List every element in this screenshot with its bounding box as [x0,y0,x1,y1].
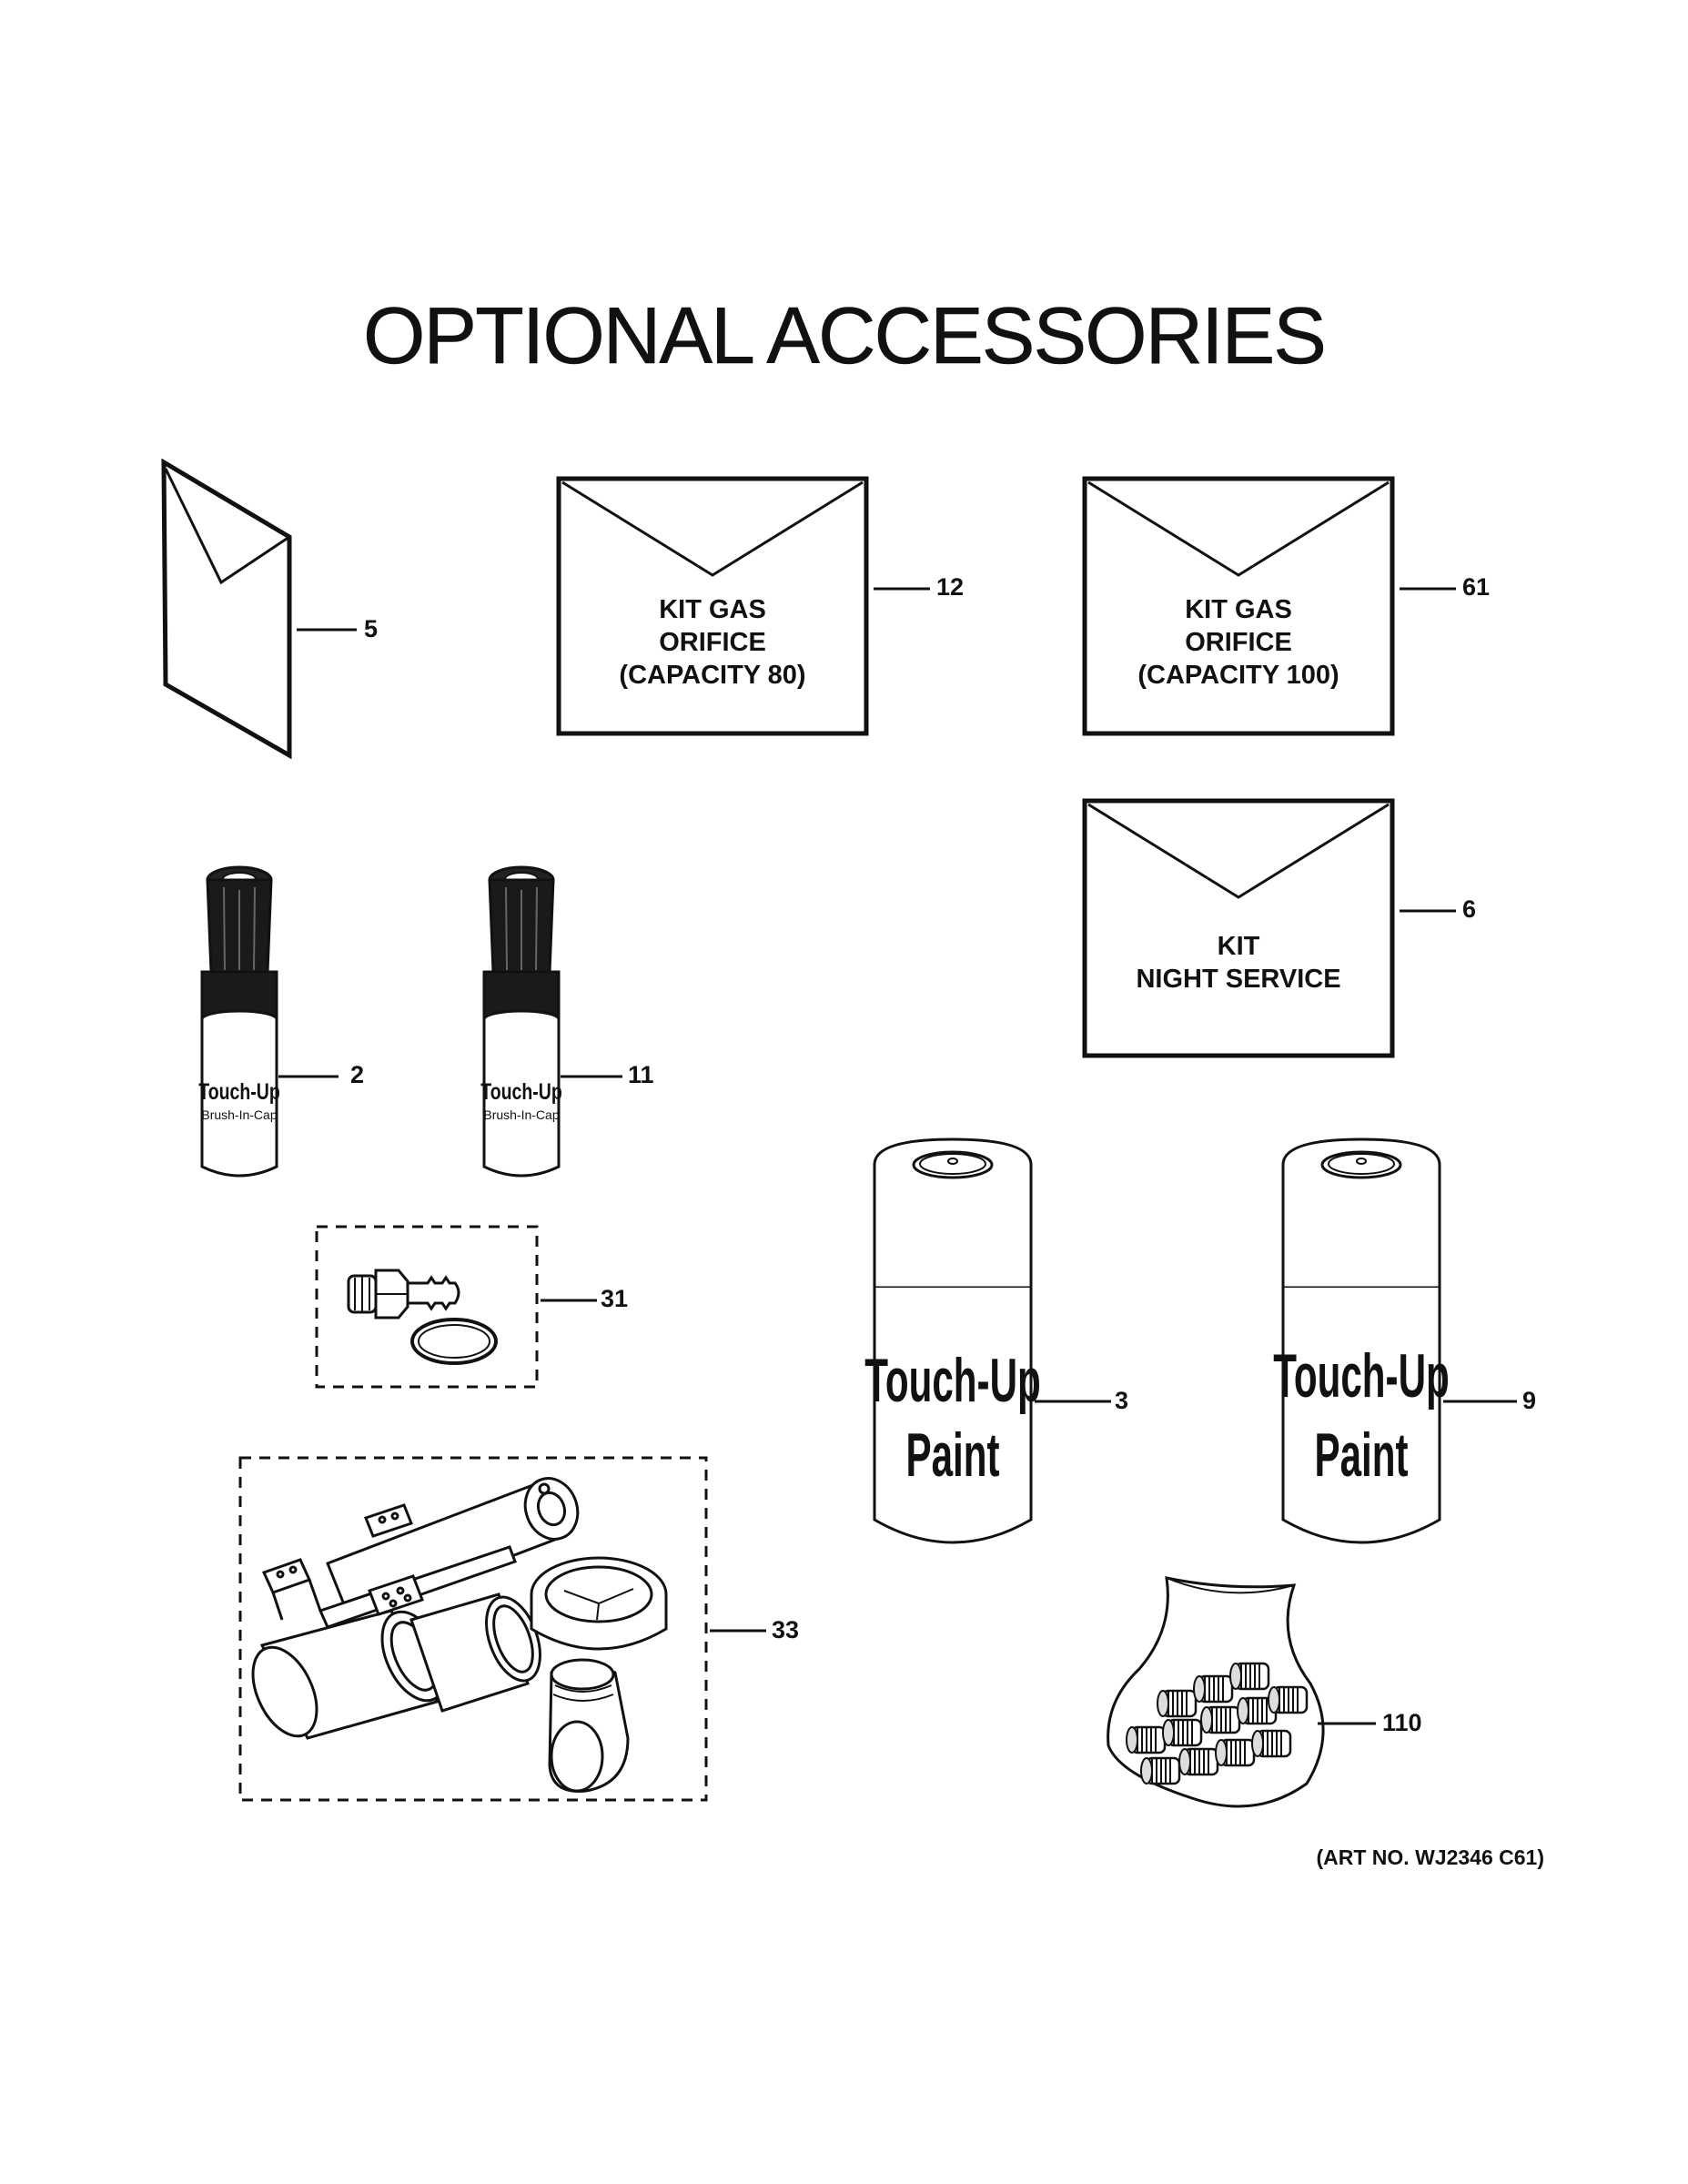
can-label-line1: Touch-Up [1273,1341,1450,1410]
hose-barb-fitting-kit [315,1225,539,1389]
thumb-screw [1229,1662,1270,1691]
envelope-kit-night-service [1082,798,1395,1058]
envelope-label-night-service: KIT NIGHT SERVICE [1085,930,1392,996]
thumb-screw [1126,1725,1167,1754]
thumb-screw [1178,1747,1219,1776]
envelope-kit-gas-orifice-80 [556,476,869,736]
envelope-line: ORIFICE [1185,628,1292,657]
envelope-line: KIT GAS [659,595,766,624]
pen-label-sub: Brush-In-Cap [483,1107,559,1122]
envelope-line: NIGHT SERVICE [1136,965,1341,994]
thumb-screw [1157,1689,1198,1718]
envelope-kit-gas-orifice-100 [1082,476,1395,736]
can-label-line2: Paint [905,1421,999,1490]
callout-9: 9 [1522,1387,1537,1414]
callout-110: 110 [1382,1709,1422,1736]
thumb-screw [1251,1729,1292,1758]
envelope-line: KIT [1217,932,1260,961]
touch-up-pen-2: Touch-Up Brush-In-Cap [198,865,280,1178]
pen-label-main: Touch-Up [480,1079,561,1105]
envelope-line: (CAPACITY 80) [619,661,806,690]
callout-61: 61 [1462,573,1491,601]
thumb-screw [1215,1738,1256,1767]
thumb-screw [1140,1756,1181,1785]
callout-33: 33 [772,1616,800,1643]
touch-up-spray-can-9: Touch-Up Paint [1273,1138,1450,1544]
callout-12: 12 [936,573,965,601]
thumb-screw [1268,1685,1309,1714]
thumb-screw [1237,1696,1278,1725]
envelope-line: KIT GAS [1185,595,1292,624]
pen-label-sub: Brush-In-Cap [201,1107,277,1122]
envelope-line: (CAPACITY 100) [1137,661,1339,690]
can-label-line1: Touch-Up [864,1346,1041,1415]
page-title: OPTIONAL ACCESSORIES [362,290,1328,381]
callout-11: 11 [628,1061,654,1088]
callout-6: 6 [1462,895,1477,923]
thumb-screw [1162,1718,1203,1747]
envelope-label-capacity-100: KIT GAS ORIFICE (CAPACITY 100) [1085,593,1392,692]
pen-label-main: Touch-Up [198,1079,279,1105]
touch-up-pen-11: Touch-Up Brush-In-Cap [480,865,562,1178]
touch-up-spray-can-3: Touch-Up Paint [864,1138,1041,1544]
envelope-line: ORIFICE [659,628,766,657]
callout-31: 31 [601,1285,629,1312]
thumb-screw [1200,1705,1241,1734]
burner-pipe-assembly [238,1456,708,1802]
callout-3: 3 [1115,1387,1129,1414]
thumb-screws [1126,1662,1309,1785]
callout-2: 2 [350,1061,365,1088]
thumb-screw [1193,1674,1234,1704]
can-label-line2: Paint [1314,1421,1408,1490]
callout-5: 5 [364,615,379,642]
envelope-label-capacity-80: KIT GAS ORIFICE (CAPACITY 80) [559,593,866,692]
manual-sheet-illustration [161,458,292,760]
art-number: (ART NO. WJ2346 C61) [1316,1845,1544,1869]
